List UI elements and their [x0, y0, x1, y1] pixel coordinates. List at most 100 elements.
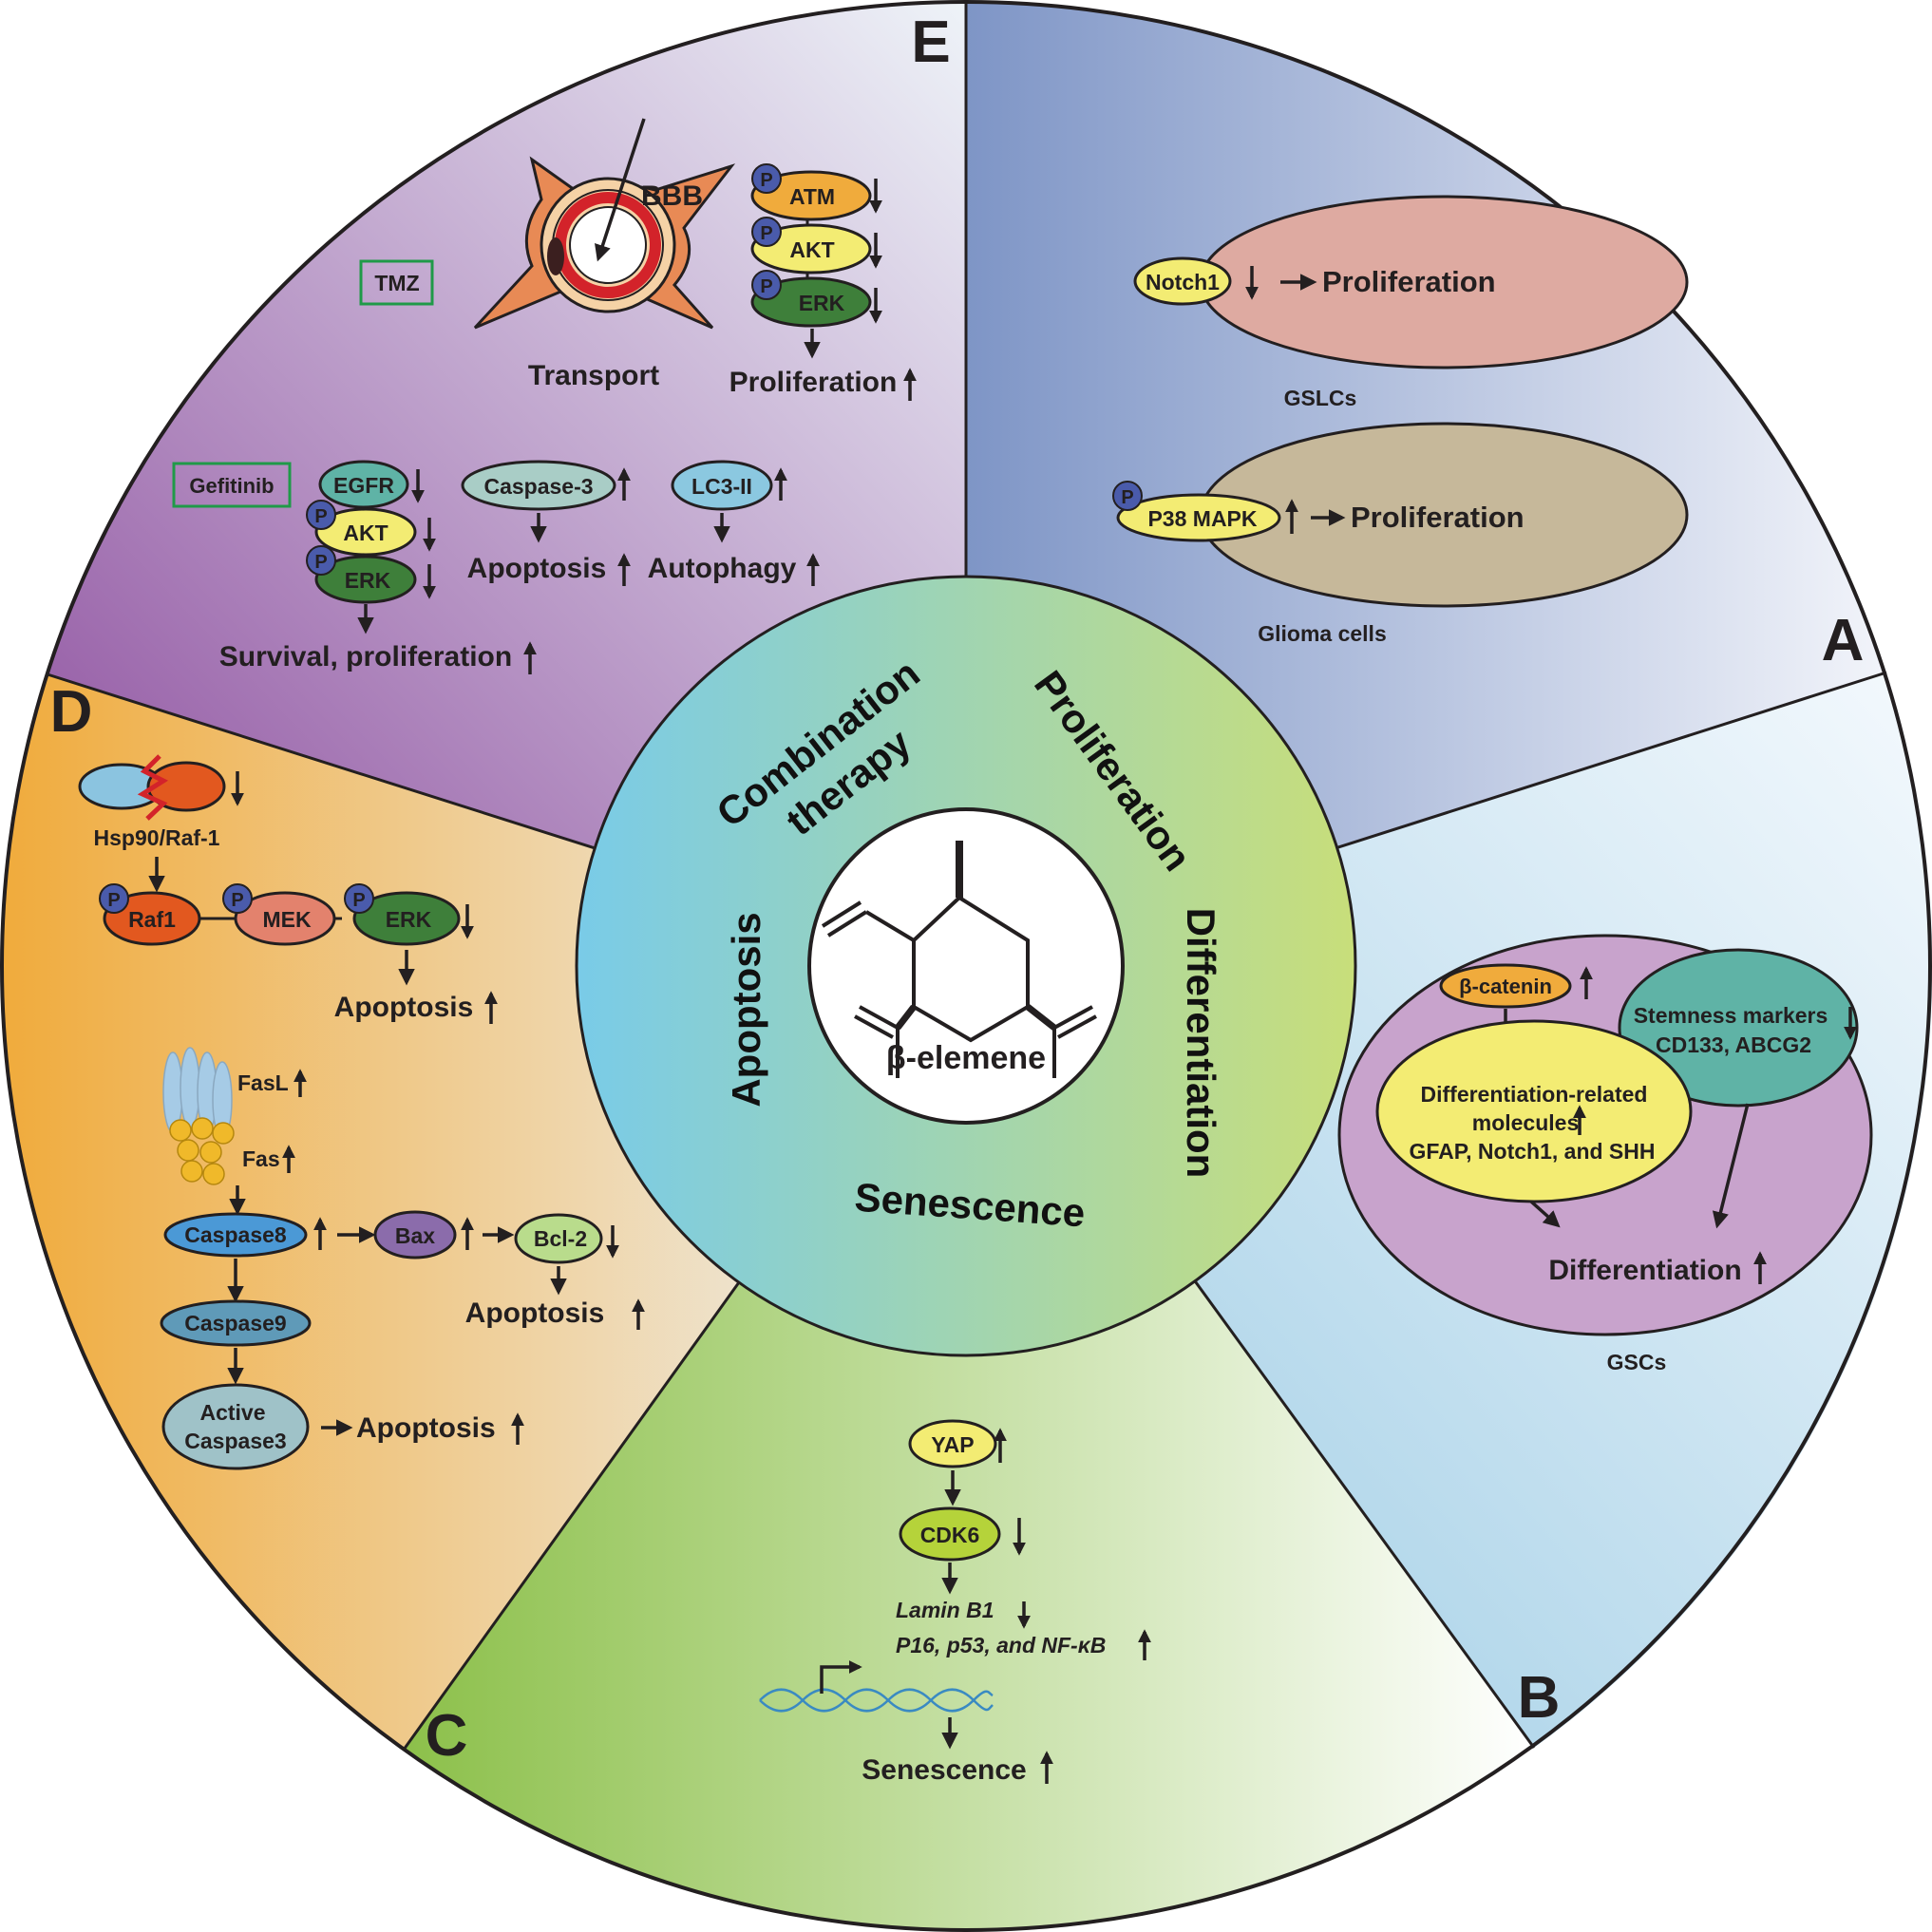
- mek-phospho-icon: [222, 883, 253, 914]
- bbb-label: BBB: [641, 180, 703, 212]
- apoptosis2-label: Apoptosis: [465, 1297, 605, 1329]
- diff-line3: GFAP, Notch1, and SHH: [1409, 1139, 1655, 1164]
- caspase3-e-label: Caspase-3: [483, 474, 593, 499]
- gslc-proliferation-label: Proliferation: [1322, 265, 1496, 298]
- stemness-line1: Stemness markers: [1634, 1003, 1828, 1028]
- raf1-label: Raf1: [128, 907, 176, 932]
- raf1-hsp-node: [146, 761, 226, 812]
- raf1-node: [103, 891, 201, 946]
- erk-e2-phospho-label: P: [314, 552, 327, 573]
- stemness-line2: CD133, ABCG2: [1656, 1032, 1811, 1057]
- differentiation-result-label: Differentiation: [1548, 1255, 1741, 1286]
- akt-e-label: AKT: [789, 237, 834, 262]
- mek-label: MEK: [262, 907, 312, 932]
- stemness-to-diff-arrow: [1712, 1103, 1750, 1229]
- caspase3-e-node: [461, 460, 616, 511]
- fas-label: Fas: [242, 1146, 280, 1171]
- panel-e-content: TMZ BBB Transport ATM P AKT P ERK P Prol…: [172, 118, 917, 674]
- caspase8-node: [163, 1212, 308, 1258]
- caspase8-label: Caspase8: [184, 1222, 287, 1247]
- ring-label-apoptosis: Apoptosis: [724, 912, 768, 1107]
- erk-d-label: ERK: [386, 907, 432, 932]
- bax-node: [373, 1210, 457, 1260]
- notch1-node: [1133, 256, 1232, 306]
- ring-label-differentiation: Differentiation: [1179, 908, 1223, 1179]
- raf1-phospho-label: P: [107, 890, 120, 911]
- akt-e-node: [750, 223, 872, 275]
- bcl2-node: [514, 1213, 603, 1264]
- akt-e2-label: AKT: [343, 521, 388, 545]
- lc3-label: LC3-II: [691, 474, 752, 499]
- notch1-label: Notch1: [1146, 270, 1220, 294]
- akt-e-phospho-label: P: [760, 223, 772, 244]
- dna-icon: [759, 1688, 994, 1713]
- survival-label: Survival, proliferation: [219, 641, 512, 672]
- gefitinib-box: [172, 462, 292, 508]
- diff-molecules-node: [1375, 1019, 1693, 1203]
- bcl2-label: Bcl-2: [534, 1226, 587, 1251]
- panel-letter-b: B: [1518, 1665, 1561, 1731]
- erk-d-phospho-label: P: [352, 890, 365, 911]
- cdk6-node: [899, 1506, 1001, 1562]
- active-caspase3-node: [161, 1383, 310, 1470]
- erk-e2-phospho-icon: [306, 545, 336, 576]
- erk-e-label: ERK: [799, 291, 845, 315]
- panel-c-content: YAP CDK6 Lamin B1 P16, p53, and NF-κB Se…: [759, 1419, 1151, 1786]
- akt-e2-phospho-icon: [306, 500, 336, 530]
- active-line1: Active: [199, 1400, 265, 1425]
- panel-letter-a: A: [1822, 608, 1865, 673]
- autophagy-label: Autophagy: [648, 553, 797, 584]
- erk-e2-node: [314, 555, 417, 604]
- beta-catenin-label: β-catenin: [1459, 975, 1552, 998]
- mek-phospho-label: P: [231, 890, 243, 911]
- panel-letter-c: C: [426, 1703, 468, 1769]
- raf1-phospho-icon: [99, 883, 129, 914]
- p38-mapk-node: [1116, 493, 1281, 542]
- glioma-caption: Glioma cells: [1258, 621, 1387, 646]
- bbb-transport-arrow: [595, 118, 646, 262]
- p38-phospho-label: P: [1121, 487, 1133, 508]
- erk-e-node: [750, 276, 872, 328]
- middle-ring: [575, 575, 1357, 1357]
- lamin-label: Lamin B1: [896, 1598, 994, 1622]
- panel-a-gslcs: Notch1 Proliferation GSLCs: [1133, 195, 1689, 410]
- mek-node: [234, 891, 336, 946]
- yap-label: YAP: [931, 1432, 974, 1457]
- erk-d-phospho-icon: [344, 883, 374, 914]
- senescence-result-label: Senescence: [862, 1754, 1026, 1786]
- proliferation-e-label: Proliferation: [729, 367, 898, 398]
- egfr-label: EGFR: [333, 473, 394, 498]
- tmz-box: [359, 259, 434, 306]
- tmz-label: TMZ: [374, 271, 419, 295]
- erk-e-phospho-icon: [751, 270, 782, 300]
- diff-line1: Differentiation-related: [1421, 1082, 1648, 1107]
- apoptosis3-label: Apoptosis: [356, 1412, 496, 1444]
- apoptosis-e-label: Apoptosis: [467, 553, 607, 584]
- caspase9-label: Caspase9: [184, 1311, 286, 1335]
- gsc-caption: GSCs: [1607, 1350, 1667, 1374]
- caspase9-node: [160, 1299, 312, 1347]
- p38-mapk-label: P38 MAPK: [1147, 506, 1257, 531]
- cdk6-label: CDK6: [920, 1523, 980, 1547]
- panel-letter-d: D: [50, 679, 93, 745]
- atm-phospho-label: P: [760, 170, 772, 191]
- gslc-caption: GSLCs: [1284, 386, 1357, 410]
- panel-a-glioma: P P38 MAPK Proliferation Glioma cells: [1112, 422, 1689, 646]
- akt-e2-phospho-label: P: [314, 506, 327, 527]
- fasl-label: FasL: [237, 1070, 289, 1095]
- panel-b-content: β-catenin Stemness markers CD133, ABCG2 …: [1337, 934, 1873, 1374]
- p16-label: P16, p53, and NF-κB: [896, 1633, 1106, 1657]
- active-line2: Caspase3: [184, 1429, 286, 1453]
- lc3-node: [671, 460, 773, 511]
- diff-line2: molecules: [1472, 1110, 1580, 1135]
- transport-label: Transport: [528, 360, 659, 391]
- glioma-proliferation-label: Proliferation: [1351, 501, 1525, 534]
- atm-label: ATM: [789, 184, 835, 209]
- beta-catenin-node: [1439, 963, 1572, 1009]
- diff-to-result-arrow: [1529, 1200, 1561, 1228]
- p38-phospho-icon: [1112, 481, 1143, 511]
- gefitinib-label: Gefitinib: [189, 474, 274, 498]
- fasl-fas-complex: [162, 1047, 235, 1185]
- apoptosis1-label: Apoptosis: [334, 992, 474, 1023]
